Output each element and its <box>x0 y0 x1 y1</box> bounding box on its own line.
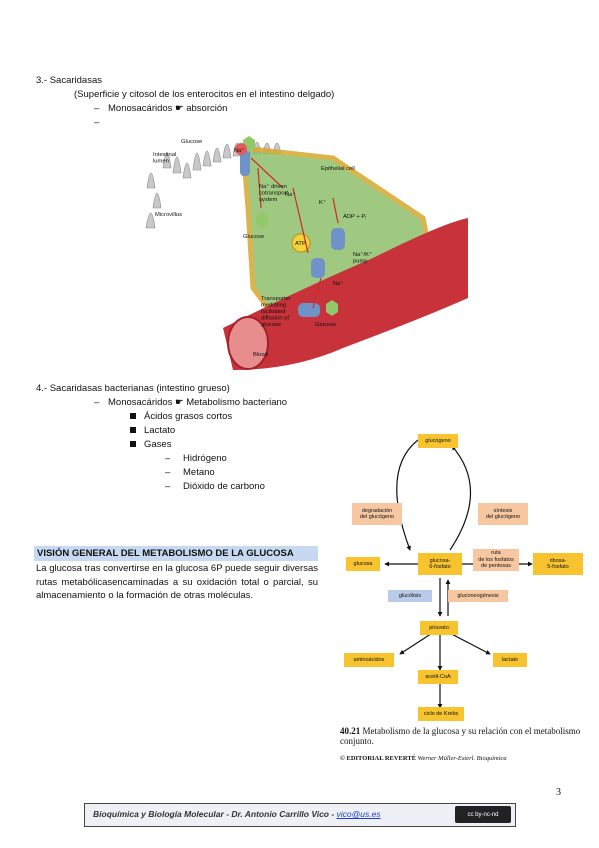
label-glucose-low: Glucose <box>315 322 336 328</box>
sub-item: Ácidos grasos cortos <box>130 411 232 423</box>
sub-item-text: Lactato <box>144 425 176 436</box>
item-text: Monosacáridos ☛ absorción <box>108 103 228 114</box>
node-glucogeno: glucógeno <box>418 434 458 448</box>
section-4-title: 4.- Sacaridasas bacterianas (intestino g… <box>36 383 230 394</box>
label-atp: ATP <box>295 241 306 247</box>
footer-text: Bioquímica y Biología Molecular - Dr. An… <box>93 809 381 819</box>
gas-text: Metano <box>183 467 215 478</box>
label-adp: ADP + Pᵢ <box>343 214 366 220</box>
label-glucose-mid: Glucose <box>243 234 264 240</box>
sub-item-text: Ácidos grasos cortos <box>144 411 233 422</box>
footer: Bioquímica y Biología Molecular - Dr. An… <box>84 803 516 827</box>
section-3-title: 3.- Sacaridasas <box>36 75 103 86</box>
caption-text: Metabolismo de la glucosa y su relación … <box>340 726 581 746</box>
figure-credit: © EDITORIAL REVERTÉ Werner Müller-Esterl… <box>340 755 507 762</box>
sub-item-text: Gases <box>144 439 172 450</box>
label-na-mid: Na⁺ <box>285 191 295 198</box>
label-epithelial: Epithelial cell <box>321 166 355 172</box>
label-pump: Na⁺/K⁺pump <box>353 251 372 265</box>
item-text: Monosacáridos ☛ Metabolismo bacteriano <box>108 397 288 408</box>
node-gluconeogenesis: gluconeogénesis <box>448 590 508 602</box>
sub-item: Gases <box>130 439 171 451</box>
figure-caption: 40.21 Metabolismo de la glucosa y su rel… <box>340 726 592 746</box>
gas-item: –Dióxido de carbono <box>165 481 265 492</box>
caption-number: 40.21 <box>340 726 361 736</box>
node-ribosa: ribosa- 5-fosfato <box>533 553 583 575</box>
cc-license-badge[interactable]: cc by-nc-nd <box>455 806 511 823</box>
gas-text: Hidrógeno <box>183 453 227 464</box>
node-degradacion: degradación del glucógeno <box>352 503 402 525</box>
section-3-item-1: –Monosacáridos ☛ absorción <box>94 103 228 114</box>
gas-item: –Metano <box>165 467 215 478</box>
gas-text: Dióxido de carbono <box>183 481 265 492</box>
node-ruta-pentosas: ruta de los fosfatos de pentosas <box>473 549 519 571</box>
overview-text: La glucosa tras convertirse en la glucos… <box>36 563 318 601</box>
blood-vessel <box>223 218 468 370</box>
node-glucosa: glucosa <box>346 557 380 571</box>
node-g6p: glucosa- 6-fosfato <box>418 553 462 575</box>
node-piruvato: piruvato <box>420 621 458 635</box>
section-3-subtitle: (Superficie y citosol de los enterocitos… <box>74 89 335 100</box>
node-krebs: ciclo de Krebs <box>418 707 464 721</box>
section-3-item-2: – <box>94 117 100 128</box>
label-glucose-top: Glucose <box>181 139 202 145</box>
label-na-low: Na⁺ <box>333 280 343 287</box>
label-k: K⁺ <box>319 199 326 206</box>
page-number: 3 <box>556 787 561 798</box>
node-lactato: lactato <box>493 653 527 667</box>
node-glucolisis: glucólisis <box>388 590 432 602</box>
credit-publisher: © EDITORIAL REVERTÉ <box>340 755 417 762</box>
node-acetil-coa: acetil-CoA <box>418 670 458 684</box>
section-4-item-1: –Monosacáridos ☛ Metabolismo bacteriano <box>94 397 288 408</box>
footer-email-link[interactable]: vico@us.es <box>336 809 381 819</box>
gas-item: –Hidrógeno <box>165 453 227 464</box>
footer-credit: Bioquímica y Biología Molecular - Dr. An… <box>93 809 337 819</box>
label-microvillus: Microvillus <box>155 212 182 218</box>
label-blood: Blood <box>253 352 268 358</box>
sub-item: Lactato <box>130 425 175 437</box>
glucose-metabolism-diagram <box>384 439 533 709</box>
node-sintesis: síntesis del glucógeno <box>478 503 528 525</box>
overview-heading: VISIÓN GENERAL DEL METABOLISMO DE LA GLU… <box>34 546 318 561</box>
credit-author: Werner Müller-Esterl. Bioquímica <box>417 755 507 762</box>
node-aminoacidos: aminoácidos <box>344 653 394 667</box>
label-na-top: Na⁺ <box>234 147 244 154</box>
